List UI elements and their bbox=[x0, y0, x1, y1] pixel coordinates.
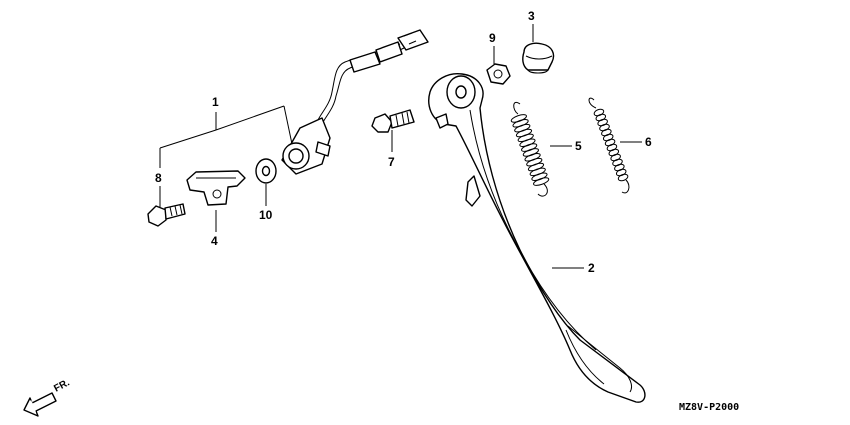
side-stand-switch-assembly bbox=[281, 29, 429, 175]
callout-10: 10 bbox=[259, 208, 273, 222]
spring-coil bbox=[610, 153, 621, 162]
spring-coil bbox=[606, 143, 618, 152]
washer-part bbox=[255, 158, 277, 184]
spring-coil bbox=[608, 148, 620, 157]
spring-part-6 bbox=[588, 97, 630, 194]
spring-coil bbox=[519, 138, 536, 147]
spring-coil bbox=[521, 143, 538, 152]
rubber-cap-part-3 bbox=[522, 42, 555, 74]
spring-coil bbox=[597, 118, 608, 127]
spring-coil bbox=[529, 167, 546, 177]
nut-part-9 bbox=[486, 63, 511, 85]
spring-coil bbox=[531, 172, 548, 181]
spring-coil bbox=[615, 168, 627, 177]
spring-part-5 bbox=[510, 101, 550, 197]
spring-coil bbox=[522, 148, 539, 157]
pivot-bolt-part-7 bbox=[371, 109, 415, 133]
spring-coil bbox=[595, 113, 607, 122]
front-direction-arrow: FR. bbox=[23, 377, 72, 417]
spring-coil bbox=[515, 128, 533, 138]
spring-coil bbox=[533, 177, 550, 186]
callout-8: 8 bbox=[155, 171, 162, 185]
spring-coil bbox=[604, 138, 616, 147]
callout-1: 1 bbox=[212, 95, 219, 109]
callout-2: 2 bbox=[588, 261, 595, 275]
spring-coil bbox=[512, 119, 529, 128]
callout-5: 5 bbox=[575, 139, 582, 153]
bolt-part-8 bbox=[147, 203, 186, 227]
bracket-plate bbox=[186, 170, 246, 206]
callout-3: 3 bbox=[528, 9, 535, 23]
callout-4: 4 bbox=[211, 234, 218, 248]
spring-coil bbox=[593, 108, 605, 117]
spring-coil bbox=[514, 123, 531, 133]
spring-coil bbox=[526, 157, 543, 167]
spring-coil bbox=[614, 163, 625, 172]
spring-coil bbox=[524, 153, 541, 162]
spring-coil bbox=[617, 173, 629, 182]
spring-coil bbox=[527, 162, 545, 172]
leader-lines bbox=[159, 24, 642, 269]
front-direction-label: FR. bbox=[52, 377, 72, 394]
callout-7: 7 bbox=[388, 155, 395, 169]
spring-coil bbox=[612, 158, 623, 167]
spring-coil bbox=[599, 123, 610, 132]
diagram-code: MZ8V-P2000 bbox=[679, 402, 739, 413]
spring-coil bbox=[517, 133, 534, 143]
spring-coil bbox=[601, 128, 612, 137]
callout-6: 6 bbox=[645, 135, 652, 149]
spring-coil bbox=[602, 133, 614, 142]
callout-9: 9 bbox=[489, 31, 496, 45]
spring-coil bbox=[510, 114, 527, 123]
side-stand-part-2 bbox=[428, 73, 646, 403]
